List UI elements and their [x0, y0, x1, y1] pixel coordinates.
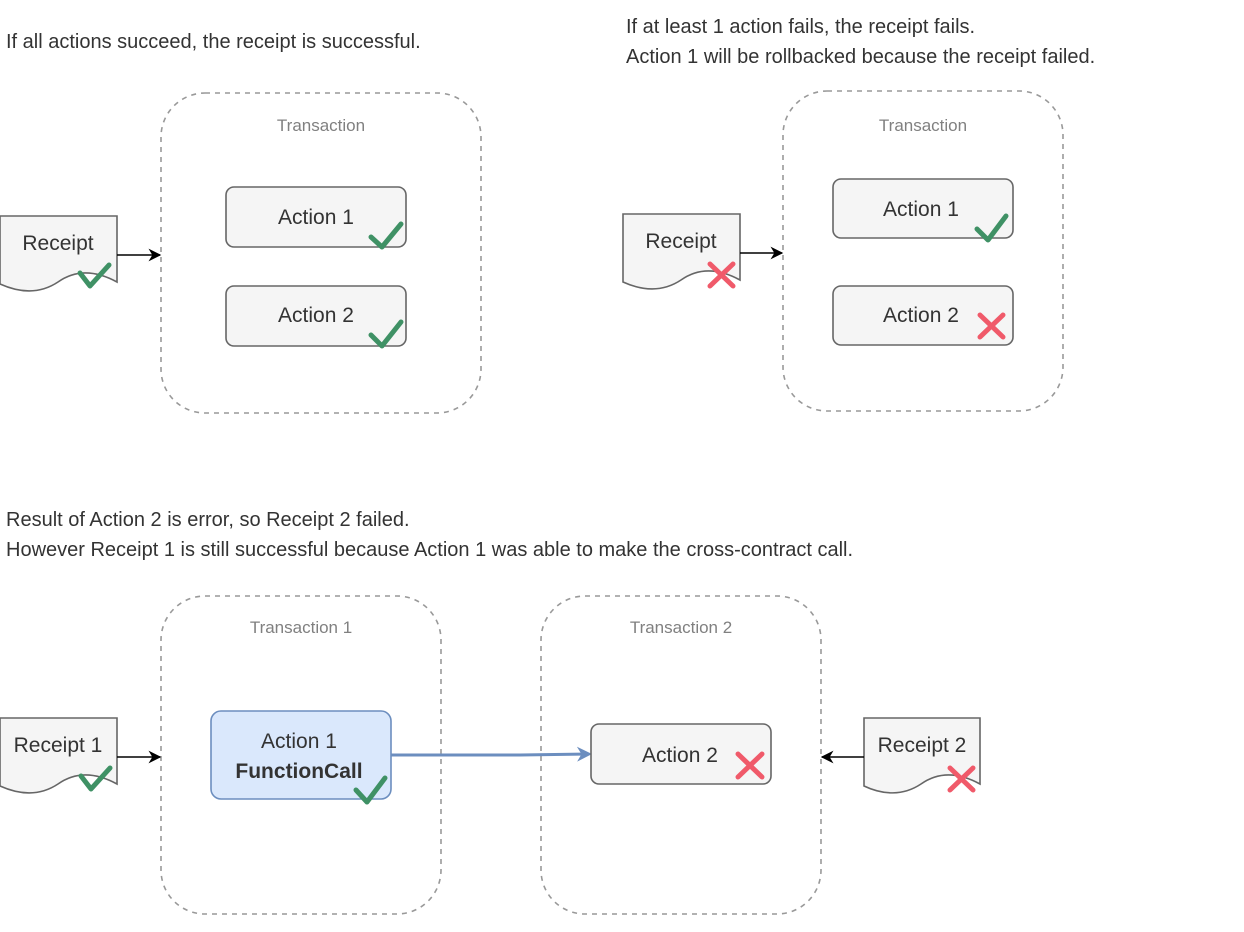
receipt-document: Receipt	[622, 213, 741, 290]
cross-icon	[947, 765, 976, 793]
action-1-label: Action 1	[278, 206, 354, 229]
transaction-1-label: Transaction 1	[250, 618, 352, 637]
check-icon	[368, 221, 404, 250]
transaction-box	[160, 92, 482, 414]
receipt-1-label: Receipt 1	[14, 734, 103, 757]
cross-icon	[707, 261, 736, 289]
panel3-caption-line2: However Receipt 1 is still successful be…	[6, 539, 853, 561]
transaction-2-label: Transaction 2	[630, 618, 732, 637]
receipt-document: Receipt	[0, 215, 118, 292]
action-2-node: Action 2	[832, 285, 1014, 346]
receipt-2-document: Receipt 2	[863, 717, 981, 794]
panel-one-fails: If at least 1 action fails, the receipt …	[622, 16, 1095, 412]
check-icon	[368, 319, 404, 349]
transaction-box	[782, 90, 1064, 412]
transaction-label: Transaction	[879, 116, 967, 135]
action-2-label: Action 2	[642, 744, 718, 767]
receipt-label: Receipt	[645, 230, 716, 253]
panel3-caption-line1: Result of Action 2 is error, so Receipt …	[6, 509, 410, 531]
cross-icon	[735, 751, 765, 780]
action-2-node: Action 2	[225, 285, 407, 349]
receipt-2-label: Receipt 2	[878, 734, 967, 757]
check-icon	[974, 213, 1009, 243]
action-1-node: Action 1	[225, 186, 407, 250]
action-2-node: Action 2	[590, 723, 772, 785]
check-icon	[77, 262, 112, 289]
panel2-caption-line2: Action 1 will be rollbacked because the …	[626, 46, 1095, 68]
action-1-label: Action 1	[883, 198, 959, 221]
action-2-label: Action 2	[883, 304, 959, 327]
action-2-label: Action 2	[278, 304, 354, 327]
action-1-node: Action 1	[832, 178, 1014, 243]
panel-cross-contract: Result of Action 2 is error, so Receipt …	[0, 509, 981, 915]
action-1-label: Action 1	[261, 730, 337, 753]
transaction-label: Transaction	[277, 116, 365, 135]
receipt-1-document: Receipt 1	[0, 717, 118, 794]
cross-contract-call-arrow	[391, 746, 592, 762]
receipt-label: Receipt	[22, 232, 93, 255]
check-icon	[353, 775, 388, 805]
action-1-sublabel: FunctionCall	[235, 760, 362, 783]
action-1-functioncall-node: Action 1 FunctionCall	[210, 710, 392, 805]
check-icon	[78, 765, 113, 792]
panel-all-succeed: If all actions succeed, the receipt is s…	[0, 31, 482, 414]
panel1-caption: If all actions succeed, the receipt is s…	[6, 31, 421, 53]
panel2-caption-line1: If at least 1 action fails, the receipt …	[626, 16, 975, 38]
cross-icon	[977, 312, 1006, 340]
